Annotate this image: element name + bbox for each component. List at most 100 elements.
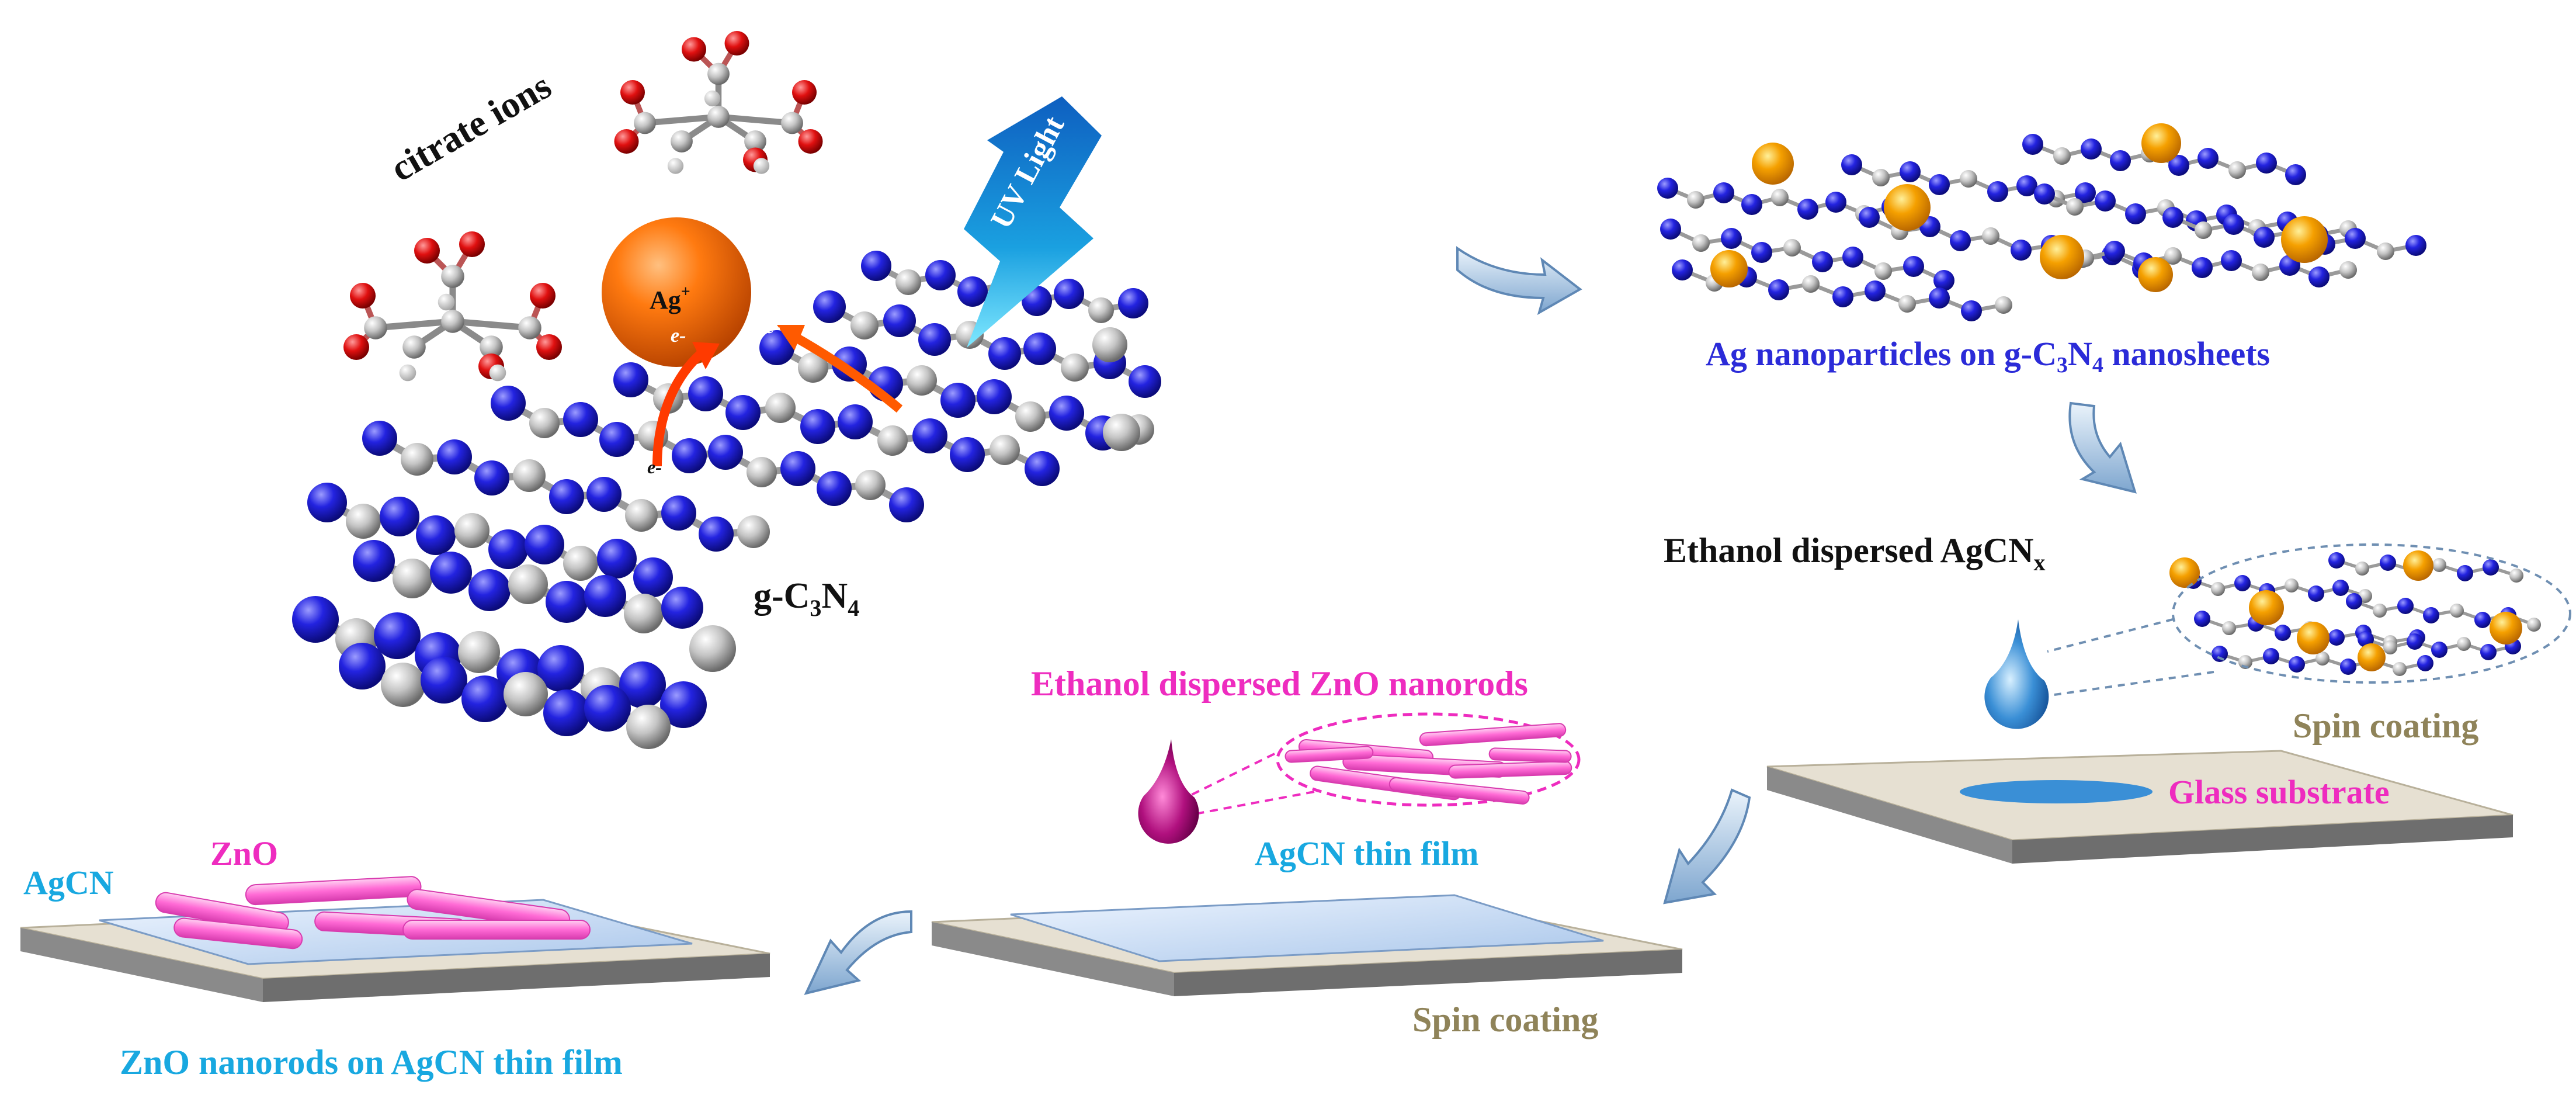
nitrogen-atom — [2256, 153, 2277, 174]
carbon-atom — [529, 408, 560, 438]
nitrogen-atom — [2483, 559, 2499, 576]
oxygen-atom — [614, 129, 639, 154]
carbon-atom — [2373, 604, 2387, 618]
nitrogen-atom — [488, 529, 528, 569]
nitrogen-atom — [2480, 644, 2497, 660]
nitrogen-atom — [2474, 612, 2491, 628]
nitrogen-atom — [2125, 203, 2146, 224]
silver-nanoparticle — [2358, 643, 2386, 671]
nitrogen-atom — [661, 587, 703, 629]
ag-ion-sphere — [602, 217, 751, 367]
carbon-atom — [1692, 234, 1710, 252]
nitrogen-atom — [563, 402, 598, 437]
carbon-atom — [1015, 401, 1046, 432]
nitrogen-atom — [474, 460, 509, 495]
nitrogen-atom — [1660, 219, 1681, 240]
nitrogen-atom — [543, 689, 590, 736]
electron-label-2: e- — [765, 316, 780, 338]
spin-coating-label-1: Spin coating — [2293, 706, 2478, 745]
bond — [715, 113, 796, 126]
carbon-atom — [707, 63, 730, 85]
nitrogen-atom — [838, 404, 873, 439]
electron-label-1: e- — [671, 325, 686, 346]
nitrogen-atom — [586, 477, 622, 512]
carbon-atom — [747, 457, 777, 487]
carbon-atom — [381, 663, 425, 707]
nitrogen-atom — [380, 497, 419, 536]
nitrogen-atom — [1825, 192, 1846, 213]
carbon-atom — [2527, 618, 2541, 632]
nitrogen-atom — [491, 386, 526, 421]
nitrogen-atom — [584, 685, 631, 732]
nitrogen-atom — [2212, 646, 2228, 662]
citrate-ions-label: citrate ions — [384, 65, 558, 189]
carbon-atom — [1783, 239, 1801, 257]
nitrogen-atom — [1950, 230, 1971, 251]
nitrogen-atom — [708, 435, 743, 470]
nitrogen-atom — [2081, 138, 2102, 160]
nitrogen-atom — [2423, 607, 2439, 623]
arrow-down-2 — [1663, 788, 1751, 905]
process-arrows — [804, 246, 2137, 995]
nitrogen-atom — [2332, 580, 2349, 596]
nitrogen-atom — [2016, 175, 2037, 196]
nitrogen-atom — [2358, 631, 2374, 647]
carbon-atom — [2509, 569, 2523, 583]
bond — [372, 318, 456, 331]
carbon-atom — [518, 316, 541, 339]
nitrogen-atom — [584, 575, 626, 617]
agcn-label: AgCN — [23, 864, 114, 902]
oxygen-atom — [798, 129, 823, 154]
nitrogen-atom — [725, 395, 761, 430]
carbon-atom — [2195, 221, 2212, 239]
carbon-atom — [2457, 637, 2471, 651]
arrow-down-1 — [2068, 401, 2137, 494]
arrow-left — [804, 910, 912, 995]
nitrogen-atom — [2197, 148, 2219, 169]
nitrogen-atom — [2110, 150, 2131, 171]
nitrogen-atom — [2457, 565, 2473, 581]
carbon-atom — [441, 310, 464, 333]
bond — [449, 318, 533, 331]
nitrogen-atom — [430, 552, 472, 594]
nitrogen-atom — [988, 337, 1021, 370]
carbon-atom — [737, 515, 770, 548]
carbon-atom — [1687, 191, 1704, 209]
nitrogen-atom — [2308, 585, 2324, 602]
carbon-atom — [2315, 652, 2329, 666]
nitrogen-atom — [800, 409, 835, 444]
nitrogen-atom — [2380, 555, 2396, 571]
nitrogen-atom — [918, 323, 951, 356]
nitrogen-atom — [2328, 552, 2345, 569]
carbon-atom — [2383, 640, 2397, 654]
carbon-atom — [2222, 621, 2236, 635]
nitrogen-atom — [421, 657, 467, 704]
nitrogen-atom — [2346, 593, 2362, 609]
nitrogen-atom — [1900, 161, 1921, 182]
nitrogen-atom — [1721, 228, 1742, 249]
carbon-atom — [689, 625, 736, 672]
agcn-film-label: AgCN thin film — [1255, 834, 1478, 872]
nitrogen-atom — [2223, 214, 2244, 235]
electron-label-3: e- — [647, 456, 662, 477]
zno-nanorod — [173, 917, 303, 950]
carbon-atom — [626, 705, 671, 749]
carbon-atom — [744, 130, 766, 153]
nitrogen-atom — [912, 418, 947, 453]
silver-nanoparticle — [1884, 184, 1931, 231]
carbon-atom — [454, 513, 489, 548]
carbon-atom — [765, 393, 796, 423]
nitrogen-atom — [950, 437, 985, 472]
nitrogen-atom — [2407, 633, 2423, 650]
carbon-atom — [441, 265, 464, 288]
nitrogen-atom — [619, 661, 666, 708]
nitrogen-atom — [1657, 178, 1678, 199]
zno-nanorod — [1284, 746, 1374, 763]
carbon-atom — [624, 594, 664, 633]
nitrogen-atom — [437, 439, 472, 474]
nitrogen-atom — [2095, 190, 2116, 212]
agcn-droplet — [1984, 619, 2049, 729]
carbon-atom — [1982, 227, 1999, 245]
nitrogen-atom — [1741, 194, 1762, 215]
